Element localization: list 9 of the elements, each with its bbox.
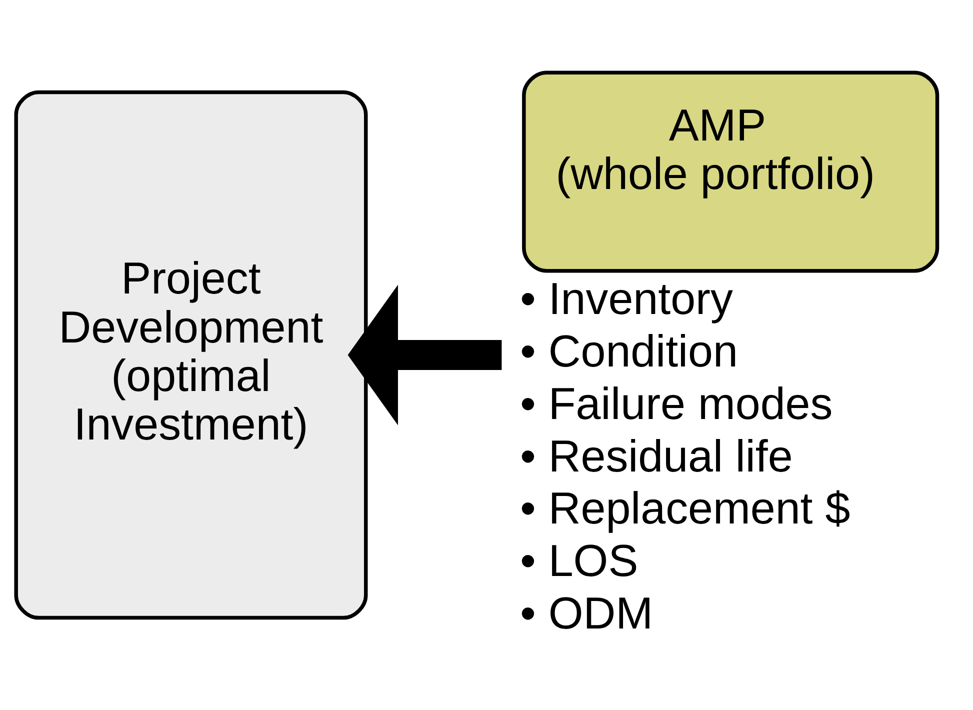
node-label: • ODM	[520, 587, 654, 638]
arrow	[348, 284, 502, 426]
node-label: • Inventory	[520, 273, 733, 324]
node-label: • LOS	[520, 535, 638, 586]
node-label: • Failure modes	[520, 378, 833, 429]
node-box: Project Development (optimal Investment)	[14, 90, 368, 620]
node-label: • Replacement $	[520, 482, 850, 534]
node-label: • Condition	[520, 326, 738, 377]
node-label: • Residual life	[520, 430, 793, 482]
